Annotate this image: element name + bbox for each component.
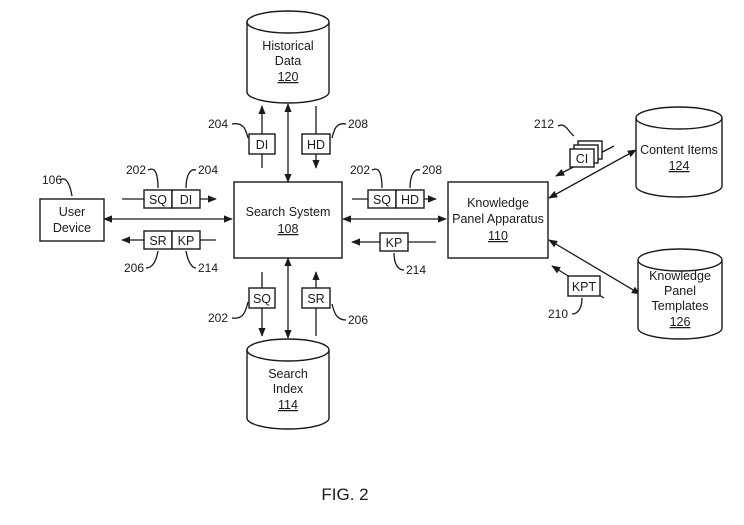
ref-206-left: 206: [124, 261, 144, 275]
packet-hd-down: HD: [301, 133, 331, 155]
packet-kp-label: KP: [178, 234, 195, 248]
user-device-line2: Device: [53, 221, 91, 235]
packet-di-up-label: DI: [256, 138, 269, 152]
ref-208-right: 208: [422, 163, 442, 177]
packet-ci-stack: CI: [569, 140, 603, 168]
kp-templates-line1: Knowledge: [649, 269, 711, 283]
leader-202-left: [147, 168, 159, 189]
search-system-label: Search System: [246, 205, 331, 219]
search-system-ref: 108: [278, 222, 299, 236]
kp-apparatus-line2: Panel Apparatus: [452, 212, 544, 226]
user-device-line1: User: [59, 205, 85, 219]
kp-apparatus-line1: Knowledge: [467, 196, 529, 210]
search-index-line1: Search: [268, 367, 308, 381]
leader-106: [59, 178, 73, 197]
kp-templates-ref: 126: [670, 315, 691, 329]
connector-kp-content: [548, 149, 637, 199]
historical-data-line2: Data: [275, 54, 301, 68]
content-items-ref: 124: [669, 159, 690, 173]
kp-templates-store: Knowledge Panel Templates 126: [637, 248, 723, 340]
kp-apparatus-ref: 110: [488, 229, 508, 243]
kp-templates-line2: Panel: [664, 284, 696, 298]
ref-202-bottom: 202: [208, 311, 228, 325]
search-index-line2: Index: [273, 382, 304, 396]
ref-214-mid: 214: [406, 263, 426, 277]
connector-kp-templates: [548, 239, 641, 295]
ref-202-right: 202: [350, 163, 370, 177]
leader-204-top: [231, 123, 249, 139]
leader-206-bottom: [331, 303, 347, 321]
packet-kpt-label: KPT: [572, 280, 597, 294]
packet-sr-up-label: SR: [307, 292, 324, 306]
search-index-ref: 114: [278, 398, 298, 412]
kp-templates-line3: Templates: [652, 299, 709, 313]
ref-208-top: 208: [348, 117, 368, 131]
packet-ci-label: CI: [576, 152, 589, 166]
packet-hd-right-label: HD: [401, 193, 419, 207]
packet-sq-label: SQ: [149, 193, 167, 207]
leader-208-right: [409, 169, 421, 189]
leader-202-right: [371, 168, 383, 189]
leader-202-bottom: [231, 301, 249, 319]
leader-212: [557, 124, 575, 137]
historical-data-store: Historical Data 120: [246, 10, 330, 104]
packet-di-label: DI: [180, 193, 193, 207]
leader-214-mid: [393, 252, 405, 271]
ref-214-left: 214: [198, 261, 218, 275]
ref-202-left: 202: [126, 163, 146, 177]
search-index-store: Search Index 114: [246, 338, 330, 430]
leader-208-top: [331, 123, 347, 139]
figure-label: FIG. 2: [321, 485, 368, 504]
content-items-label: Content Items: [640, 143, 718, 157]
packet-sq-down-label: SQ: [253, 292, 271, 306]
ref-204-top: 204: [208, 117, 228, 131]
packet-sr-label: SR: [149, 234, 166, 248]
search-system-box: Search System 108: [233, 181, 343, 259]
leader-204-left: [185, 169, 197, 189]
kp-apparatus-box: Knowledge Panel Apparatus 110: [447, 181, 549, 259]
ref-210: 210: [548, 307, 568, 321]
packet-kp-mid-label: KP: [386, 236, 403, 250]
ref-212: 212: [534, 117, 554, 131]
ref-106: 106: [42, 173, 62, 187]
ref-204-left: 204: [198, 163, 218, 177]
packet-hd-down-label: HD: [307, 138, 325, 152]
historical-data-ref: 120: [278, 70, 299, 84]
historical-data-line1: Historical: [262, 39, 313, 53]
user-device-box: User Device: [39, 198, 105, 242]
content-items-store: Content Items 124: [635, 106, 723, 198]
packet-sr-up: SR: [301, 287, 331, 309]
packet-sq-down: SQ: [248, 287, 276, 309]
packet-sr-kp-left: SR KP: [143, 230, 201, 250]
packet-kp-mid: KP: [379, 232, 409, 252]
leader-206-left: [145, 250, 159, 269]
leader-214-left: [185, 250, 197, 269]
leader-210: [571, 297, 583, 315]
ref-206-bottom: 206: [348, 313, 368, 327]
packet-sq-right-label: SQ: [373, 193, 391, 207]
packet-sq-hd-right: SQ HD: [367, 189, 425, 209]
packet-di-up: DI: [248, 133, 276, 155]
packet-kpt: KPT: [567, 275, 601, 297]
packet-sq-di-left: SQ DI: [143, 189, 201, 209]
